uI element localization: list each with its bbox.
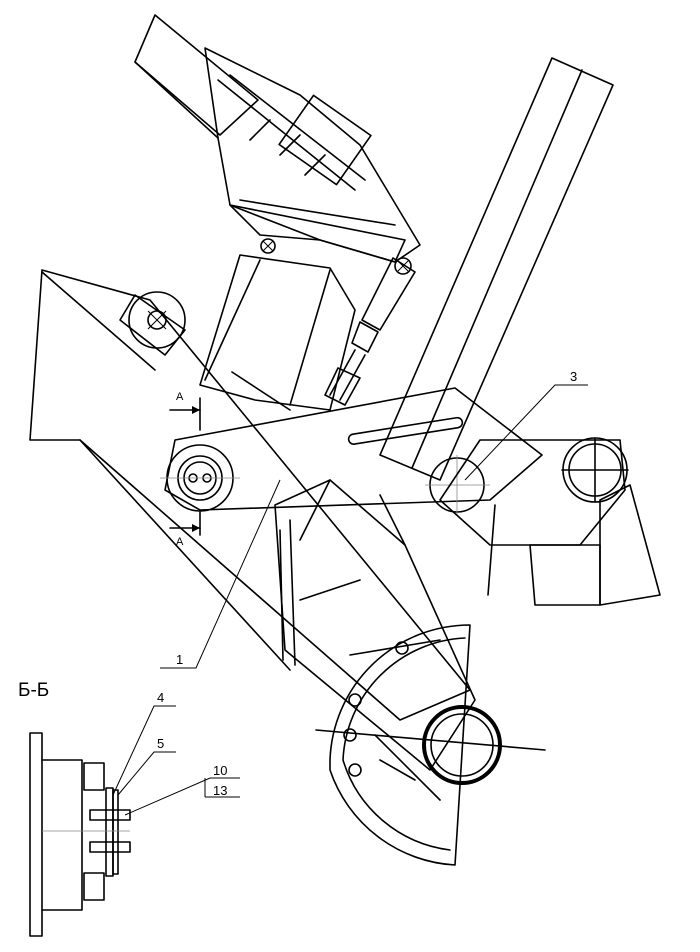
section-mark-bottom: A xyxy=(176,536,184,548)
section-title: Б-Б xyxy=(18,680,49,701)
callout-13: 13 xyxy=(213,783,227,798)
mid-bracket xyxy=(199,254,356,411)
leader-lines xyxy=(160,384,588,669)
callout-1: 1 xyxy=(176,652,183,667)
upper-housing xyxy=(134,14,421,275)
section-view: Б-Б xyxy=(18,680,240,937)
right-bracket xyxy=(439,437,661,606)
lower-body xyxy=(274,479,476,771)
section-mark-top: A xyxy=(176,391,184,403)
callout-4: 4 xyxy=(157,690,164,705)
hydraulic-cylinder xyxy=(324,257,416,406)
section-mark-a: A A xyxy=(169,391,201,548)
callout-3: 3 xyxy=(570,369,577,384)
callout-10: 10 xyxy=(213,763,227,778)
left-chute xyxy=(29,269,471,721)
shaft-3 xyxy=(425,455,490,515)
lever-arm xyxy=(160,387,543,512)
inclined-beam xyxy=(379,57,614,481)
sector-guard xyxy=(315,624,546,866)
callout-5: 5 xyxy=(157,736,164,751)
